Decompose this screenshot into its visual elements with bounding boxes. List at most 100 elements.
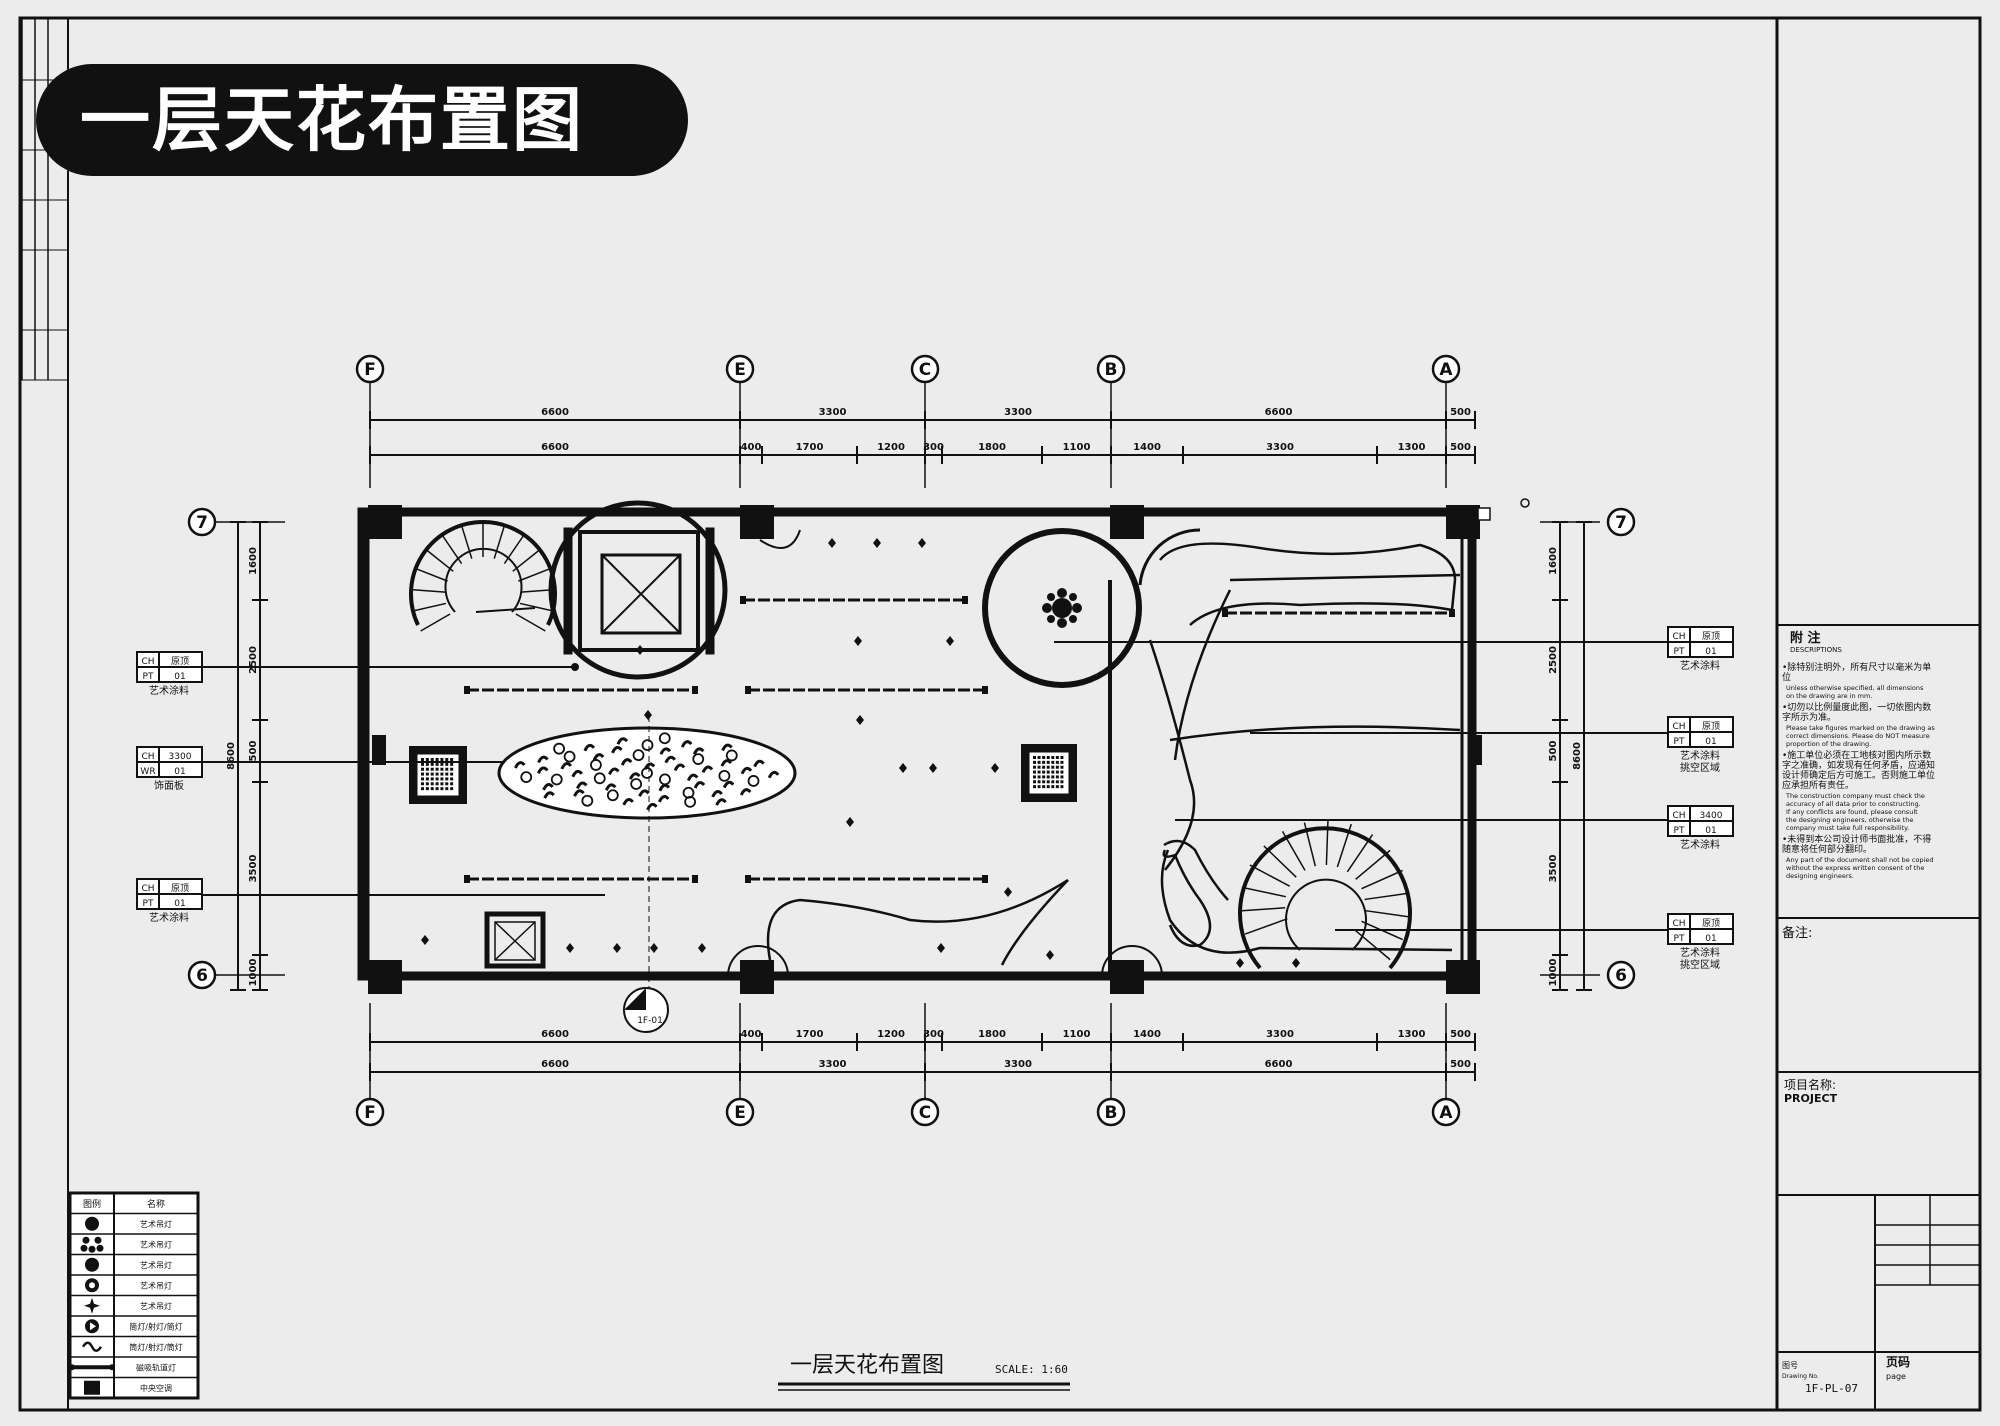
svg-text:艺术吊灯: 艺术吊灯 [140, 1260, 172, 1270]
svg-text:原顶: 原顶 [1702, 721, 1720, 732]
cluster-pendant-icon [80, 1236, 104, 1253]
svg-text:1100: 1100 [1063, 442, 1091, 453]
svg-text:6600: 6600 [541, 1029, 569, 1040]
grid-bubble-top: F [355, 354, 385, 384]
svg-text:•未得到本公司设计师书面批准，不得: •未得到本公司设计师书面批准，不得 [1782, 833, 1931, 845]
svg-text:艺术吊灯: 艺术吊灯 [140, 1219, 172, 1229]
svg-text:8600: 8600 [226, 742, 237, 770]
svg-text:C: C [919, 1103, 931, 1123]
svg-text:艺术涂料: 艺术涂料 [149, 684, 189, 697]
svg-text:500: 500 [1450, 1029, 1471, 1040]
grid-bubble-bottom: B [1096, 1097, 1126, 1127]
svg-text:6: 6 [196, 966, 208, 986]
svg-text:艺术涂料: 艺术涂料 [1680, 749, 1720, 762]
svg-text:500: 500 [1548, 741, 1559, 762]
svg-text:2500: 2500 [1548, 646, 1559, 674]
grid-bubble-top: A [1431, 354, 1461, 384]
legend-table: 图例名称艺术吊灯艺术吊灯艺术吊灯艺术吊灯艺术吊灯筒灯/射灯/筒灯筒灯/射灯/筒灯… [68, 1191, 200, 1400]
door-swing [727, 945, 789, 977]
svg-text:CH: CH [141, 884, 154, 894]
svg-text:E: E [734, 1103, 746, 1123]
svg-text:•除特别注明外，所有尺寸以毫米为单: •除特别注明外，所有尺寸以毫米为单 [1782, 661, 1931, 673]
svg-text:磁吸轨道灯: 磁吸轨道灯 [136, 1362, 176, 1372]
sheet-frame [18, 16, 1982, 1412]
svg-text:原顶: 原顶 [1702, 918, 1720, 929]
svg-text:CH: CH [1672, 811, 1685, 821]
svg-text:Unless otherwise specified, al: Unless otherwise specified, all dimensio… [1786, 684, 1924, 692]
svg-text:挑空区域: 挑空区域 [1680, 958, 1720, 971]
svg-text:设计师确定后方可施工。否则施工单位: 设计师确定后方可施工。否则施工单位 [1782, 769, 1935, 781]
svg-text:Any part of the document shall: Any part of the document shall not be co… [1786, 856, 1933, 864]
project-label: 项目名称: [1784, 1077, 1836, 1092]
svg-text:3300: 3300 [1266, 1029, 1294, 1040]
svg-text:3300: 3300 [1004, 407, 1032, 418]
svg-text:01: 01 [174, 899, 185, 909]
svg-text:01: 01 [1705, 826, 1716, 836]
linear-lights [464, 596, 1455, 883]
svg-text:on the drawing are in mm.: on the drawing are in mm. [1786, 692, 1872, 700]
scale-text: SCALE: 1:60 [995, 1363, 1068, 1376]
svg-text:1000: 1000 [1548, 959, 1559, 987]
svg-text:01: 01 [1705, 647, 1716, 657]
remarks-label: 备注: [1782, 925, 1812, 941]
grid-bubble-left: 7 [187, 507, 217, 537]
svg-text:500: 500 [248, 741, 259, 762]
svg-text:2500: 2500 [248, 646, 259, 674]
svg-text:图例: 图例 [83, 1198, 101, 1210]
svg-text:1600: 1600 [1548, 547, 1559, 575]
svg-text:PT: PT [1674, 826, 1685, 836]
flower-pendant-icon [85, 1216, 99, 1231]
svg-text:3300: 3300 [1266, 442, 1294, 453]
door-swing [1101, 945, 1163, 977]
disc-pendant-icon [85, 1278, 99, 1293]
svg-text:designing engineers.: designing engineers. [1786, 872, 1854, 880]
page-label-en: page [1886, 1372, 1906, 1381]
track-light-icon [85, 1319, 99, 1334]
svg-text:PT: PT [1674, 647, 1685, 657]
grid-bubble-bottom: A [1431, 1097, 1461, 1127]
svg-text:1200: 1200 [877, 1029, 905, 1040]
grid-bubble-top: E [725, 354, 755, 384]
svg-text:WR: WR [140, 767, 155, 777]
svg-text:6: 6 [1615, 966, 1627, 986]
svg-text:400: 400 [741, 1029, 762, 1040]
spiral-staircase-left [409, 520, 557, 632]
svg-text:300: 300 [923, 442, 944, 453]
svg-text:PT: PT [143, 899, 154, 909]
svg-text:1600: 1600 [248, 547, 259, 575]
small-lift [484, 911, 546, 969]
svg-text:1700: 1700 [796, 1029, 824, 1040]
exterior-wall [357, 507, 1477, 981]
svg-text:6600: 6600 [1265, 1059, 1293, 1070]
svg-text:艺术吊灯: 艺术吊灯 [140, 1239, 172, 1249]
svg-text:•施工单位必须在工地核对图内所示数: •施工单位必须在工地核对图内所示数 [1782, 749, 1931, 761]
svg-text:3300: 3300 [819, 407, 847, 418]
svg-text:500: 500 [1450, 1059, 1471, 1070]
svg-text:字所示为准。: 字所示为准。 [1782, 711, 1836, 723]
svg-text:饰面板: 饰面板 [154, 779, 184, 792]
svg-text:7: 7 [196, 513, 208, 533]
ac-vent-icon [84, 1380, 100, 1395]
elevator-shaft [548, 500, 728, 680]
svg-text:the designing engineers, other: the designing engineers, otherwise the [1786, 816, 1913, 824]
star-chandelier [1042, 588, 1082, 628]
svg-text:1F-01: 1F-01 [637, 1016, 663, 1026]
spiral-staircase-right [1238, 820, 1412, 970]
svg-text:proportion of the drawing.: proportion of the drawing. [1786, 740, 1871, 748]
svg-text:原顶: 原顶 [1702, 631, 1720, 642]
svg-text:1400: 1400 [1133, 442, 1161, 453]
svg-text:B: B [1105, 1103, 1118, 1123]
svg-text:01: 01 [1705, 737, 1716, 747]
svg-text:3300: 3300 [819, 1059, 847, 1070]
svg-text:字之准确，如发现有任何矛盾，应通知: 字之准确，如发现有任何矛盾，应通知 [1782, 759, 1935, 771]
grid-bubble-right: 6 [1606, 960, 1636, 990]
svg-text:The construction company must: The construction company must check the [1785, 792, 1925, 800]
svg-text:艺术吊灯: 艺术吊灯 [140, 1280, 172, 1290]
